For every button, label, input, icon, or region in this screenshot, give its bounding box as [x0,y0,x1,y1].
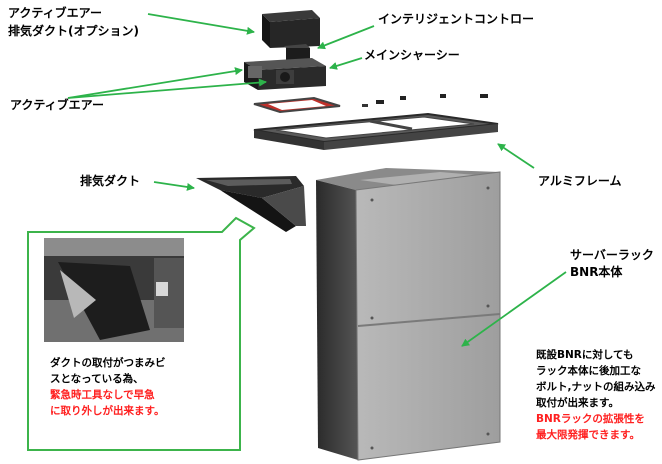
label-server-rack-line1: サーバーラック [570,248,654,262]
exhaust-duct-part [196,176,306,232]
label-server-rack-line2: BNR本体 [570,265,623,279]
duct-note-line4: に取り外しが出来ます。 [50,405,165,417]
rack-note-line4: 取付が出来ます。 [536,397,619,409]
rack-note-line5: BNRラックの拡張性を [536,413,645,425]
duct-note-line1: ダクトの取付がつまみビ [50,357,166,369]
label-active-air: アクティブエアー [10,98,104,112]
rack-note-line6: 最大限発揮できます。 [536,429,640,441]
duct-photo [44,238,184,342]
intelligent-controller-part [284,44,310,60]
aluminum-frame-part [253,112,499,150]
label-active-air-exhaust-line2: 排気ダクト(オプション) [8,24,139,38]
label-aluminum-frame: アルミフレーム [538,174,622,188]
rack-note-line3: ボルト,ナットの組み込み [536,381,656,393]
duct-note-line2: スとなっている為、 [50,373,144,385]
label-active-air-exhaust-line1: アクティブエアー [8,6,102,20]
duct-note-line3: 緊急時工具なしで早急 [50,389,155,401]
mounting-bracket-parts [362,94,488,107]
exhaust-duct-option-part [262,10,320,48]
label-intelligent-controller: インテリジェントコントロー [378,12,535,26]
main-chassis-part [244,58,326,90]
rack-note-line2: ラック本体に後加工な [536,365,641,377]
leader-arrows [67,13,567,347]
server-rack-part [316,168,501,461]
gasket-part [253,96,341,114]
label-main-chassis: メインシャーシー [364,48,460,62]
label-exhaust-duct: 排気ダクト [80,174,141,188]
rack-note-line1: 既設BNRに対しても [536,349,634,361]
